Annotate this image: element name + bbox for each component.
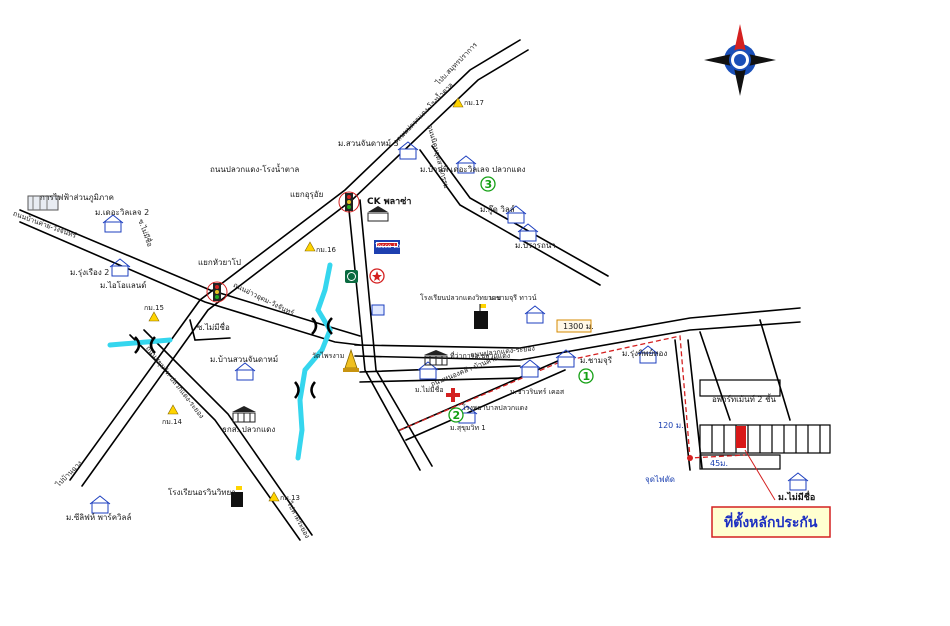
house-icon [787, 472, 809, 491]
village-goodwill-label: ม.กู๊ด วิลล์ [480, 204, 515, 215]
collateral-target-label: ที่ตั้งหลักประกัน [724, 511, 818, 531]
house-icon [505, 205, 527, 224]
soi-no-name-label-2: ซ.ไม่มีชื่อ [197, 321, 230, 332]
shop-icon [371, 304, 385, 316]
km17-label: กม.17 [464, 99, 484, 107]
village-rueng-label: ม.รุ่งทิพย์ทอง [622, 348, 667, 358]
route-to-collateral [399, 335, 746, 459]
hospital-label: โรงพยาบาลปลวกแดง [462, 403, 528, 412]
school-pluak-label: โรงเรียนปลวกแดงวิทยาคม [420, 293, 501, 302]
village-pratthana-label: ม.ปรารถนา [515, 241, 556, 250]
km-sign-icon [148, 311, 160, 322]
compass-rose [704, 24, 776, 96]
wat-label: วัดไพรงาม [312, 351, 344, 360]
village-son-label: ม.ซีลิฟห์ พาร์ควิลล์ [66, 512, 131, 522]
hospital-icon [446, 388, 460, 402]
km16-label: กม.16 [316, 246, 337, 254]
caltex-station-icon [369, 268, 385, 284]
km-sign-icon [167, 404, 179, 415]
ban-chang-cross-label: แยกอุรุอัย [290, 190, 323, 199]
km-sign-icon [452, 97, 464, 108]
road-ck-south [347, 199, 421, 471]
collateral-plot [736, 426, 746, 448]
km-sign-icon [304, 241, 316, 252]
pin-village-label: ม.ไม่มีชื่อ [778, 490, 815, 503]
village-chawarin-label: ม.ชาวรินทร์ เคอส [510, 388, 565, 396]
huai-pong-label: แยกหัวยาโป [198, 257, 241, 267]
government-building-icon [424, 350, 448, 366]
bank-building-icon [232, 406, 256, 423]
road-ne-lower [419, 149, 601, 286]
school-ban-label: โรงเรียนอรวินวิทยา [168, 487, 236, 497]
house-icon [519, 359, 541, 378]
road-west [19, 209, 361, 337]
village-rung-label: ม.รุ่งเรือง 2 [70, 268, 109, 277]
marker-2-label: 2 [453, 409, 461, 422]
amphoe-label: ที่ว่าการอ.ปลวกแดง [450, 351, 510, 360]
km15-label: กม.15 [144, 304, 164, 312]
temple-icon [343, 348, 359, 372]
house-icon [397, 141, 419, 160]
marker-3-label: 3 [485, 178, 493, 191]
km13-label: กม.13 [280, 494, 300, 502]
village-chamchuri-label: ม.ชามจุรี ทาวน์ [489, 294, 537, 302]
village-maimee-label: ม.ไม่มีชื่อ [415, 385, 444, 394]
distance-1300-box: 1300 ม. [556, 319, 594, 333]
gas-station-icon [345, 270, 358, 283]
house-icon [455, 155, 477, 174]
village-suanchan-label: ม.บ้านสวนจันดาหม์ [210, 354, 278, 364]
factory-label: การไฟฟ้าส่วนภูมิภาค [40, 193, 114, 203]
village-suan-label: ม.สวนจันดาหม์ 3 [338, 138, 399, 148]
traffic-light-icon [206, 281, 228, 303]
marker-3-icon: 3 [480, 176, 496, 192]
house-icon [234, 362, 256, 381]
end-point-marker [687, 455, 693, 461]
traffic-light-icon [338, 191, 360, 213]
house-icon [89, 495, 111, 514]
road-label-top: ถนนปลวกแดง-โรงน้ำตาล [210, 163, 299, 174]
village-palm-label: ม.ไอโอแลนด์ [100, 280, 146, 290]
bank-label: ธกส. ปลวกแดง [222, 425, 275, 434]
distance-45-label: 45ม. [710, 459, 728, 468]
land-plot-grid [699, 379, 831, 470]
apartment-label: อพาร์ทเม้นท์ 2 ชั้น [712, 393, 776, 404]
house-icon [109, 258, 131, 277]
factory-icon [27, 195, 59, 211]
house-icon [524, 305, 546, 324]
km14-label: กม.14 [162, 418, 183, 426]
km-sign-icon [268, 491, 280, 502]
school-icon [474, 304, 488, 329]
end-point-label: จุดไฟตัด [645, 475, 675, 484]
ck-plaza-label: CK พลาซ่า [367, 196, 411, 207]
road-main-diagonal [69, 39, 521, 481]
collateral-callout: ที่ตั้งหลักประกัน [711, 449, 831, 538]
distance-120-label: 120 ม. [658, 421, 684, 430]
bridges [134, 317, 333, 399]
tesco-lotus-logo [374, 240, 400, 254]
marker-2-icon: 2 [448, 407, 464, 423]
house-icon [555, 349, 577, 368]
road-east [354, 307, 801, 349]
village-golden-label: ม.เดอะวิลเลจ 2 [95, 208, 149, 217]
road-middle [359, 365, 521, 373]
house-icon [417, 361, 439, 380]
marker-1-label: 1 [583, 370, 591, 383]
village-baan-label: ม.บ้านพี เดอะวิลเลจ ปลวกแดง [420, 165, 526, 174]
school-icon [231, 486, 243, 507]
ck-plaza-building-icon [367, 206, 389, 222]
house-icon [637, 345, 659, 364]
village-chamchuri2-label: ม.ชามจุรี [580, 356, 613, 365]
canal [107, 262, 333, 461]
house-icon [102, 214, 124, 233]
house-icon [517, 223, 539, 242]
village-sukhum-label: ม.สุขุมวิท 1 [450, 424, 486, 432]
marker-1-icon: 1 [578, 368, 594, 384]
tesco-label: Tesco Lotus [374, 243, 410, 250]
distance-1300-label: 1300 ม. [563, 322, 594, 331]
